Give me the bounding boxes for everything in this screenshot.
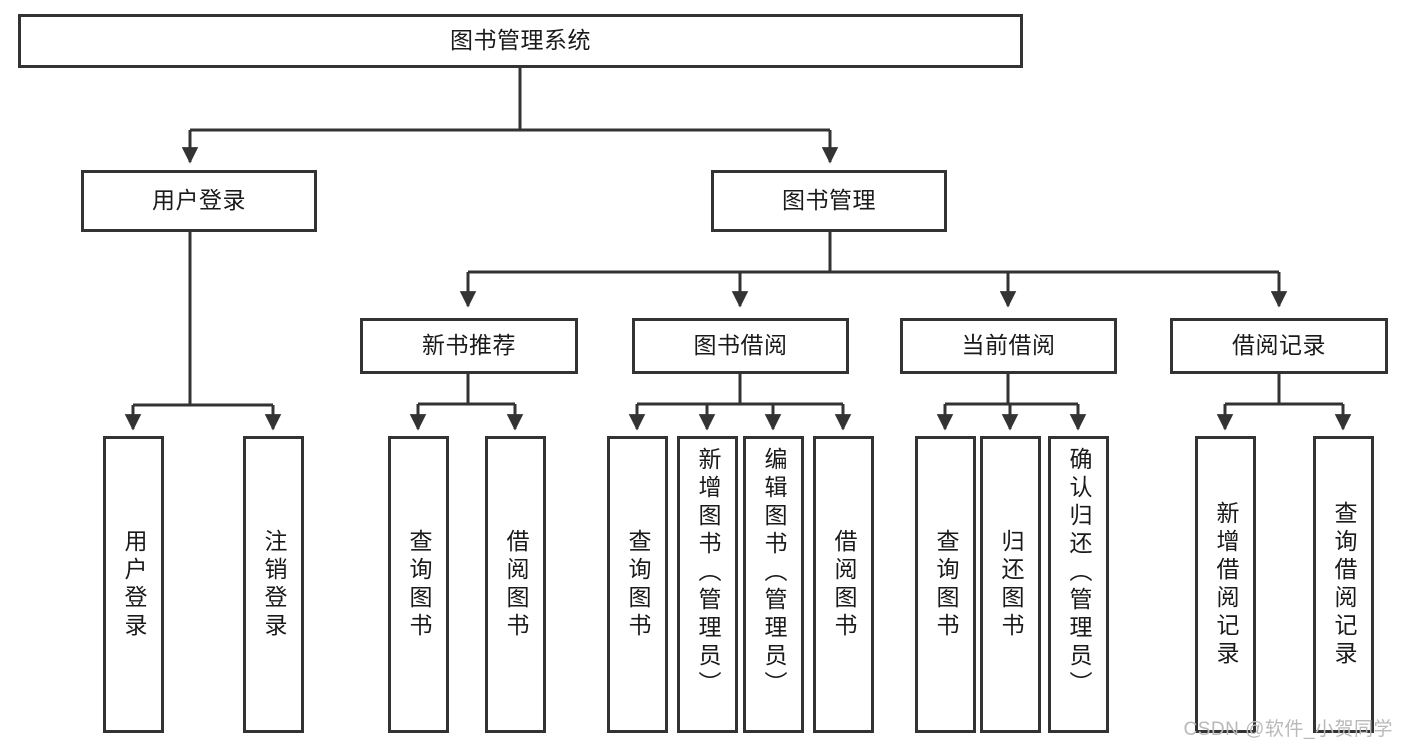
- node-leaf-user-logout[interactable]: 注销登录: [243, 436, 304, 733]
- node-label: 新增图书（管理员）: [695, 447, 721, 699]
- node-user-login[interactable]: 用户登录: [81, 170, 317, 232]
- node-leaf-borrow-book[interactable]: 借阅图书: [813, 436, 874, 733]
- node-leaf-query-book-current[interactable]: 查询图书: [915, 436, 976, 733]
- node-book-management[interactable]: 图书管理: [711, 170, 947, 232]
- node-leaf-query-book-borrow[interactable]: 查询图书: [607, 436, 668, 733]
- node-label: 查询借阅记录: [1331, 500, 1357, 669]
- node-leaf-add-book-admin[interactable]: 新增图书（管理员）: [677, 436, 738, 733]
- node-label: 当前借阅: [961, 332, 1056, 359]
- csdn-watermark: CSDN @软件_小贺同学: [1183, 719, 1393, 740]
- node-label: 图书借阅: [693, 332, 788, 359]
- node-label: 用户登录: [152, 187, 246, 214]
- node-label: 图书管理系统: [450, 27, 591, 54]
- node-label: 查询图书: [625, 528, 651, 641]
- node-leaf-borrow-book-recommend[interactable]: 借阅图书: [485, 436, 546, 733]
- node-label: 新书推荐: [422, 332, 516, 359]
- node-label: 确认归还（管理员）: [1066, 447, 1092, 699]
- node-label: 查询图书: [406, 528, 432, 641]
- node-new-book-recommend[interactable]: 新书推荐: [360, 318, 578, 374]
- node-borrow-record[interactable]: 借阅记录: [1170, 318, 1388, 374]
- node-label: 查询图书: [933, 528, 959, 641]
- node-label: 图书管理: [782, 187, 876, 214]
- node-label: 借阅图书: [503, 528, 529, 641]
- node-current-borrow[interactable]: 当前借阅: [900, 318, 1117, 374]
- node-leaf-confirm-return-admin[interactable]: 确认归还（管理员）: [1048, 436, 1109, 733]
- node-label: 新增借阅记录: [1213, 500, 1239, 669]
- node-book-borrow[interactable]: 图书借阅: [632, 318, 849, 374]
- node-leaf-add-borrow-record[interactable]: 新增借阅记录: [1195, 436, 1256, 733]
- node-label: 借阅记录: [1232, 332, 1326, 359]
- node-leaf-query-book-recommend[interactable]: 查询图书: [388, 436, 449, 733]
- node-label: 用户登录: [121, 528, 147, 641]
- node-leaf-edit-book-admin[interactable]: 编辑图书（管理员）: [743, 436, 804, 733]
- node-leaf-user-login[interactable]: 用户登录: [103, 436, 164, 733]
- node-label: 归还图书: [998, 528, 1024, 641]
- node-label: 编辑图书（管理员）: [761, 447, 787, 699]
- node-leaf-return-book[interactable]: 归还图书: [980, 436, 1041, 733]
- node-label: 借阅图书: [831, 528, 857, 641]
- node-root-book-management-system[interactable]: 图书管理系统: [18, 14, 1023, 68]
- node-label: 注销登录: [261, 528, 287, 641]
- node-leaf-query-borrow-record[interactable]: 查询借阅记录: [1313, 436, 1374, 733]
